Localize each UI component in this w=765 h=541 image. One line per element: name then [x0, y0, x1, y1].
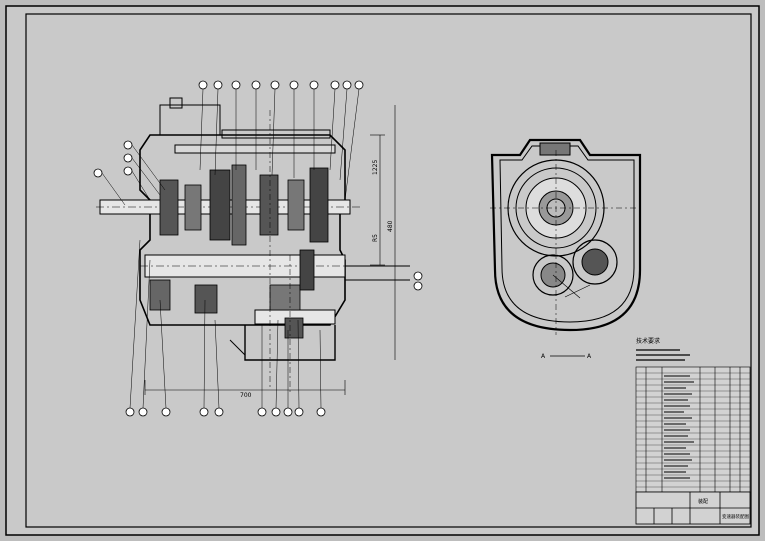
section-label-right: A	[587, 353, 592, 360]
dimension-right-low: 480	[387, 220, 394, 232]
part-balloons-right	[413, 271, 423, 291]
dimension-bottom-width: 700	[240, 392, 252, 399]
title-block-part-name: 装配	[698, 498, 708, 505]
centre-lines	[269, 110, 291, 395]
section-centre-lines	[490, 150, 640, 335]
parts-list-text-marks	[664, 375, 694, 479]
parts-list-rows	[636, 372, 750, 488]
gear-sets	[149, 164, 329, 339]
dimension-right-height: 1225	[372, 160, 379, 175]
title-block	[635, 491, 751, 525]
tech-req-lines	[636, 349, 690, 361]
tech-req-header: 技术要求	[636, 337, 660, 345]
part-balloons-left	[93, 140, 133, 178]
parts-list-table	[635, 366, 751, 493]
title-block-drawing-name: 变速器装配图	[722, 513, 749, 520]
sheet-inner-frame	[25, 13, 752, 528]
dimension-right-mid: R5	[372, 234, 379, 242]
section-label-left: A	[541, 353, 546, 360]
dimension-lines	[144, 105, 396, 395]
part-balloons-bottom	[125, 407, 326, 417]
